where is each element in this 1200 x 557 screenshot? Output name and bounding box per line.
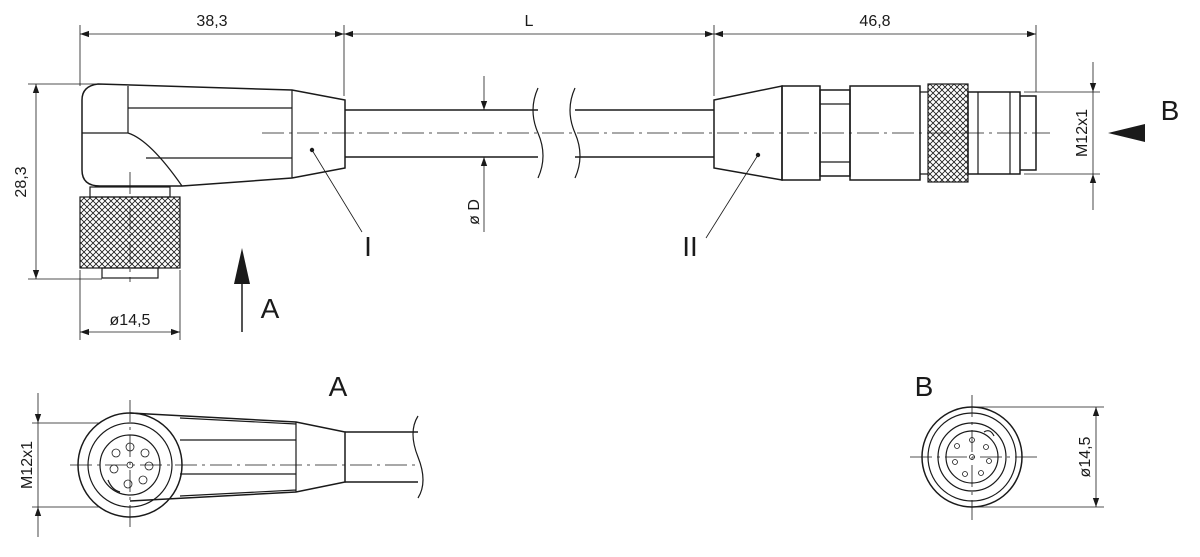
title-view-b: B <box>915 371 934 402</box>
title-view-a: A <box>329 371 348 402</box>
view-a <box>32 393 424 537</box>
dim-thread-view-a: M12x1 <box>19 441 36 489</box>
dim-thread-right: M12x1 <box>1074 109 1091 157</box>
angled-connector <box>79 83 346 282</box>
dim-height: 28,3 <box>13 166 30 197</box>
dim-diameter-view-b: ø14,5 <box>1077 436 1094 477</box>
label-view-a-arrow: A <box>261 293 280 324</box>
view-arrow-b <box>1108 124 1145 142</box>
dim-cable-diameter: ø D <box>466 199 483 225</box>
dim-diameter-left: ø14,5 <box>110 312 151 329</box>
view-b <box>910 395 1104 520</box>
cable <box>345 87 714 179</box>
label-part-1: I <box>364 231 372 262</box>
view-arrow-a <box>234 248 250 332</box>
label-view-b-arrow: B <box>1161 95 1180 126</box>
label-part-2: II <box>682 231 698 262</box>
dimension-lines <box>28 25 1100 340</box>
dim-cable-length: L <box>525 13 534 30</box>
dim-length-left: 38,3 <box>196 13 227 30</box>
dim-length-right: 46,8 <box>859 13 890 30</box>
